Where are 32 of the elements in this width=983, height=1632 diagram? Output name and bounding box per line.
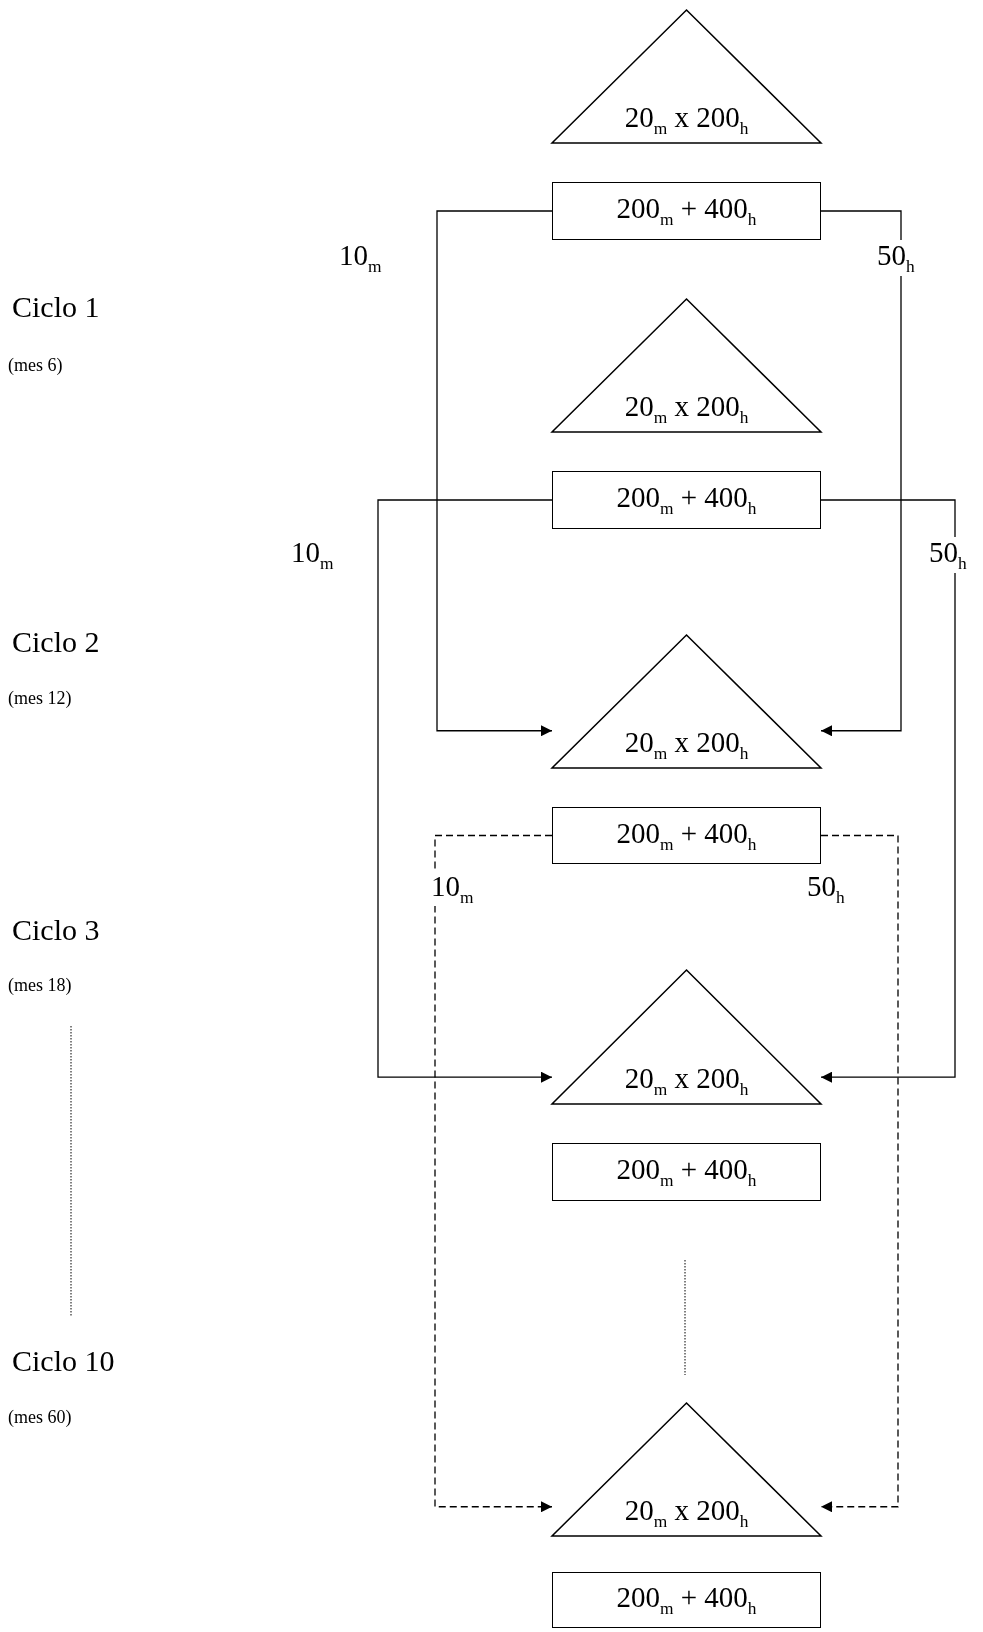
node-label: 20$_{m}$ x 200$_{h}$ — [623, 101, 750, 139]
node-label: 200$_{m}$ + 400$_{h}$ — [616, 192, 757, 230]
cycle-label: Ciclo 10 — [12, 1344, 115, 1378]
cycle-label: Ciclo 2 — [12, 625, 100, 659]
arrow — [434, 834, 553, 1513]
node-label: 200$_{m}$ + 400$_{h}$ — [616, 816, 757, 855]
node-label: 20$_{m}$ x 200$_{h}$ — [623, 1062, 750, 1100]
process-box — [552, 1143, 821, 1201]
process-box — [552, 1572, 821, 1628]
node-label: 20$_{m}$ x 200$_{h}$ — [623, 390, 750, 428]
arrow — [436, 210, 553, 737]
arrow — [377, 499, 553, 1083]
arrow — [820, 210, 902, 737]
node-label: 20$_{m}$ x 200$_{h}$ — [623, 726, 750, 764]
month-note: (mes 60) — [8, 1407, 72, 1428]
edge-label: 50$_{h}$ — [876, 240, 916, 276]
month-note: (mes 6) — [8, 355, 63, 376]
node-label: 200$_{m}$ + 400$_{h}$ — [616, 1153, 757, 1191]
process-box — [552, 182, 821, 240]
node-label: 20$_{m}$ x 200$_{h}$ — [623, 1494, 750, 1532]
cycle-label: Ciclo 3 — [12, 913, 100, 947]
process-box — [552, 471, 821, 529]
node-label: 200$_{m}$ + 400$_{h}$ — [616, 1581, 757, 1619]
edge-label: 10$_{m}$ — [430, 870, 475, 907]
arrow — [820, 834, 899, 1513]
node-label: 200$_{m}$ + 400$_{h}$ — [616, 481, 757, 519]
arrow — [820, 499, 956, 1083]
cycle-label: Ciclo 1 — [12, 290, 100, 324]
edge-label: 50$_{h}$ — [928, 537, 968, 573]
month-note: (mes 12) — [8, 688, 72, 709]
process-box — [552, 807, 821, 864]
month-note: (mes 18) — [8, 975, 72, 996]
